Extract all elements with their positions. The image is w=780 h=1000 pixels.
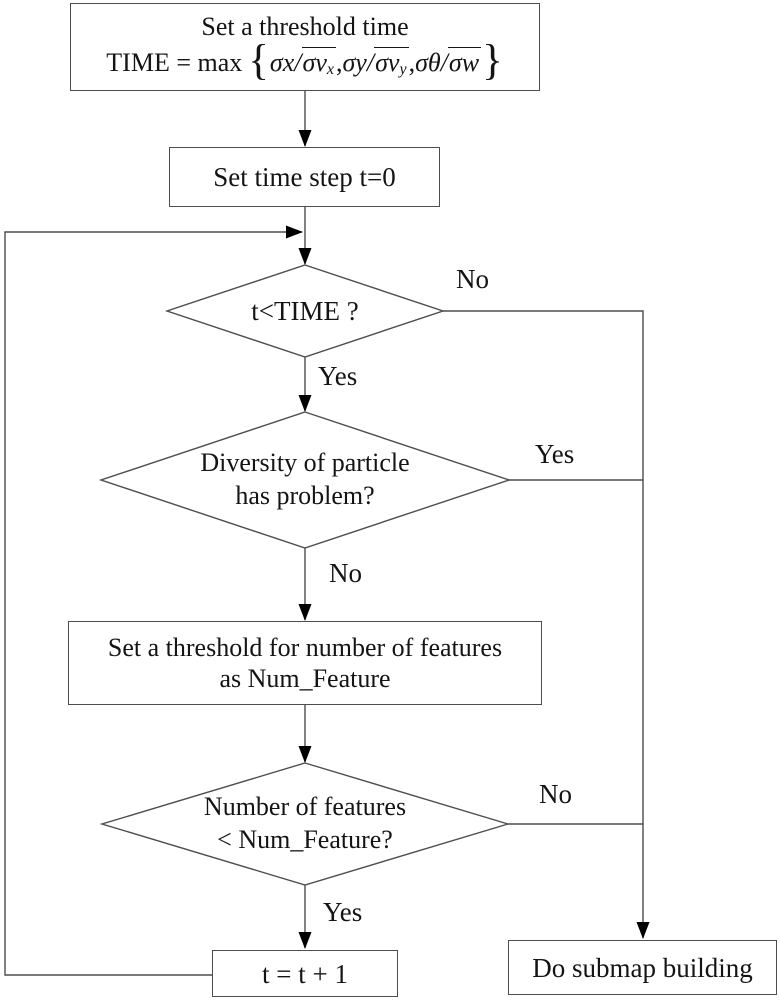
decision-diversity-line2: has problem?: [235, 481, 375, 510]
formula-term2-den-base: σv: [375, 48, 400, 78]
formula-close-brace: }: [482, 37, 503, 84]
threshold-features-line1: Set a threshold for number of features: [107, 633, 503, 662]
threshold-time-formula: TIME = max { σx/ σvx , σy/ σvy , σθ/ σw …: [106, 37, 503, 84]
connector-loop-back: [4, 225, 303, 976]
edge-label-features-yes: Yes: [323, 897, 363, 927]
threshold-time-title: Set a threshold time: [201, 11, 409, 41]
decision-features-line2: < Num_Feature?: [217, 825, 393, 854]
edge-label-time-yes: Yes: [318, 361, 358, 391]
set-time-step-label: Set time step t=0: [213, 162, 396, 192]
formula-term2-denominator: σvy: [374, 47, 409, 79]
formula-term1-subscript: x: [326, 61, 334, 79]
formula-term1-denominator: σvx: [301, 47, 336, 79]
node-set-time-step: Set time step t=0: [169, 147, 440, 207]
edge-label-diversity-yes: Yes: [535, 439, 575, 469]
threshold-features-line2: as Num_Feature: [219, 664, 391, 693]
node-increment-t: t = t + 1: [212, 950, 398, 997]
formula-open-brace: {: [248, 37, 269, 84]
edge-label-diversity-no: No: [329, 558, 362, 588]
decision-time-label: t<TIME ?: [251, 296, 359, 326]
formula-comma-1: ,: [335, 47, 343, 77]
formula-term3-den-base: σw: [448, 48, 480, 78]
formula-term3-numerator: σθ/: [415, 47, 448, 77]
formula-term1-den-base: σv: [302, 48, 327, 78]
submap-label: Do submap building: [532, 952, 753, 983]
decision-features-label: Number of features < Num_Feature?: [105, 790, 505, 856]
decision-diamond-features: [99, 762, 511, 886]
formula-term2-numerator: σy/: [342, 47, 375, 77]
node-do-submap-building: Do submap building: [508, 940, 777, 995]
decision-diversity-line1: Diversity of particle: [200, 448, 410, 477]
edge-label-features-no: No: [539, 779, 572, 809]
decision-diversity-label: Diversity of particle has problem?: [105, 446, 505, 512]
formula-term2-subscript: y: [399, 61, 407, 79]
decision-features-line1: Number of features: [203, 792, 407, 821]
node-set-threshold-time: Set a threshold time TIME = max { σx/ σv…: [70, 3, 540, 91]
formula-comma-2: ,: [408, 47, 416, 77]
formula-term1-numerator: σx/: [269, 47, 302, 77]
edge-label-time-no: No: [456, 264, 489, 294]
node-set-threshold-features: Set a threshold for number of features a…: [68, 621, 542, 705]
formula-prefix: TIME = max: [106, 47, 243, 77]
connector-time-no-rail: [443, 310, 650, 939]
formula-term3-denominator: σw: [447, 47, 482, 78]
increment-label: t = t + 1: [262, 958, 348, 989]
decision-diamond-time: [164, 264, 446, 358]
decision-diamond-diversity: [98, 411, 512, 549]
